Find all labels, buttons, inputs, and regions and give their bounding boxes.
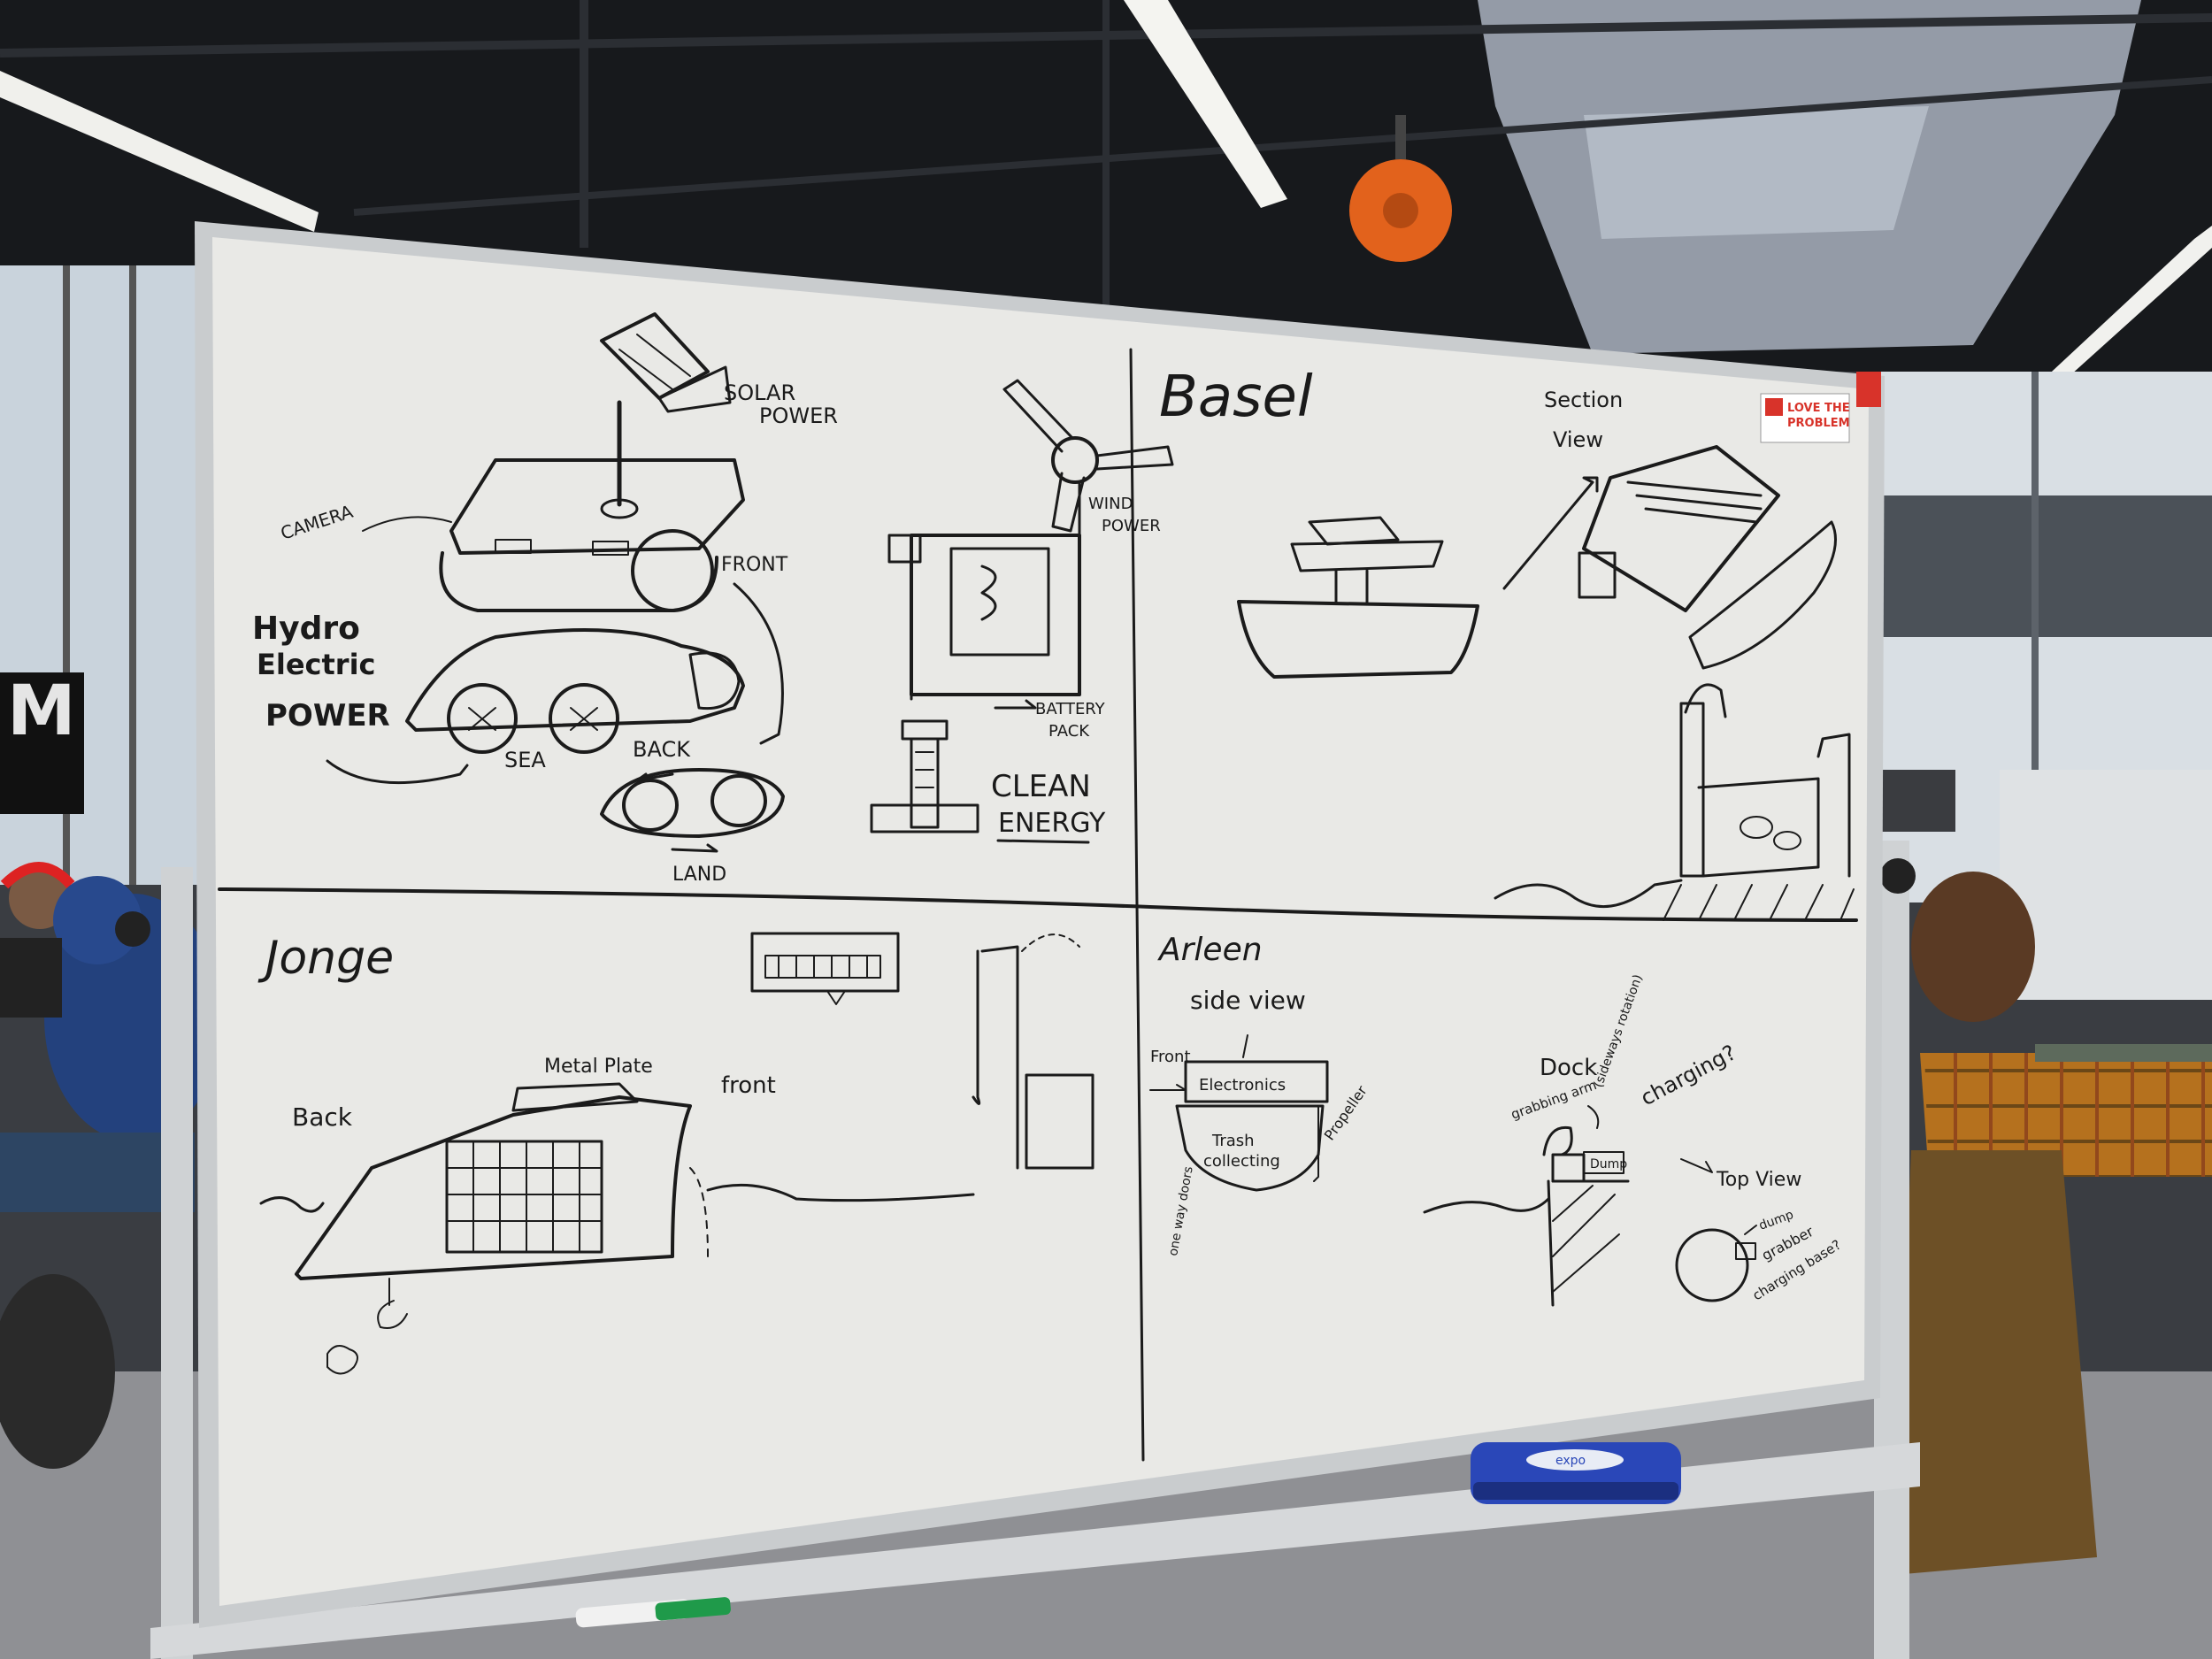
sign-line-1: LOVE THE: [1787, 402, 1850, 415]
label-side-view: side view: [1190, 986, 1306, 1015]
label-dock: Dock: [1540, 1055, 1597, 1081]
sign-line-2: PROBLEM: [1787, 417, 1850, 430]
label-section-1: Section: [1544, 388, 1623, 412]
stand-knob-right[interactable]: [1880, 858, 1916, 894]
sketch-pipe-system: [972, 933, 1094, 1170]
green-marker[interactable]: [575, 1597, 731, 1628]
label-basel: Basel: [1159, 365, 1313, 430]
stand-knob-left[interactable]: [115, 911, 150, 947]
eraser-brand: expo: [1555, 1454, 1586, 1468]
label-jonge: Jonge: [257, 932, 394, 985]
label-metal-plate: Metal Plate: [544, 1056, 653, 1078]
label-trash-1: Trash: [1211, 1132, 1255, 1150]
label-front-arleen: Front: [1150, 1048, 1191, 1066]
label-back-jonge: Back: [292, 1102, 353, 1132]
label-hydro-1: Hydro: [252, 611, 360, 647]
label-wind-1: WIND: [1088, 495, 1133, 513]
sketch-track-bottom: [600, 768, 785, 853]
sketch-trash-boat: [259, 1082, 975, 1375]
sketch-boat: [1237, 516, 1479, 679]
sketch-amphibious-car: [326, 628, 745, 785]
svg-text:M: M: [7, 672, 76, 751]
label-hydro-3: POWER: [265, 698, 390, 733]
sketch-battery-tank: [887, 534, 1081, 710]
sketch-top-view: [1675, 1225, 1757, 1302]
label-electronics: Electronics: [1199, 1076, 1286, 1094]
label-clean-2: ENERGY: [998, 808, 1106, 839]
sketch-solar-rover: [439, 312, 745, 612]
label-solar-2: POWER: [759, 403, 838, 428]
label-front-jonge: front: [721, 1072, 776, 1099]
label-dump: Dump: [1590, 1157, 1627, 1171]
whiteboard-surface: [212, 237, 1869, 1606]
label-top-view: Top View: [1716, 1169, 1801, 1191]
label-sea: SEA: [504, 748, 546, 772]
label-hydro-2: Electric: [257, 648, 376, 681]
sketch-side-view-robot: [1149, 1034, 1329, 1192]
sketch-dock: [1423, 1105, 1630, 1307]
student-right: [1893, 872, 2212, 1575]
sketch-section-view: [1578, 445, 1837, 670]
sketch-dock-machine: [1494, 683, 1855, 921]
label-solar-1: SOLAR: [724, 380, 795, 405]
label-land: LAND: [672, 864, 726, 886]
label-trash-2: collecting: [1203, 1152, 1280, 1171]
label-wind-2: POWER: [1102, 517, 1161, 535]
sketch-grid-device: [750, 932, 900, 1005]
whiteboard: SOLAR POWER CAMERA FRONT Hydro Electric …: [195, 221, 1885, 1628]
label-arleen: Arleen: [1157, 932, 1263, 968]
label-back: BACK: [633, 737, 691, 762]
label-clean-1: CLEAN: [991, 769, 1091, 804]
sketch-tower: [870, 719, 979, 833]
label-battery-1: BATTERY: [1035, 700, 1106, 718]
love-the-problem-sign: LOVE THE PROBLEM: [1760, 372, 1881, 443]
label-section-2: View: [1553, 427, 1603, 452]
whiteboard-eraser[interactable]: expo: [1471, 1442, 1681, 1504]
label-battery-2: PACK: [1048, 722, 1090, 741]
label-front-rover: FRONT: [721, 554, 788, 576]
